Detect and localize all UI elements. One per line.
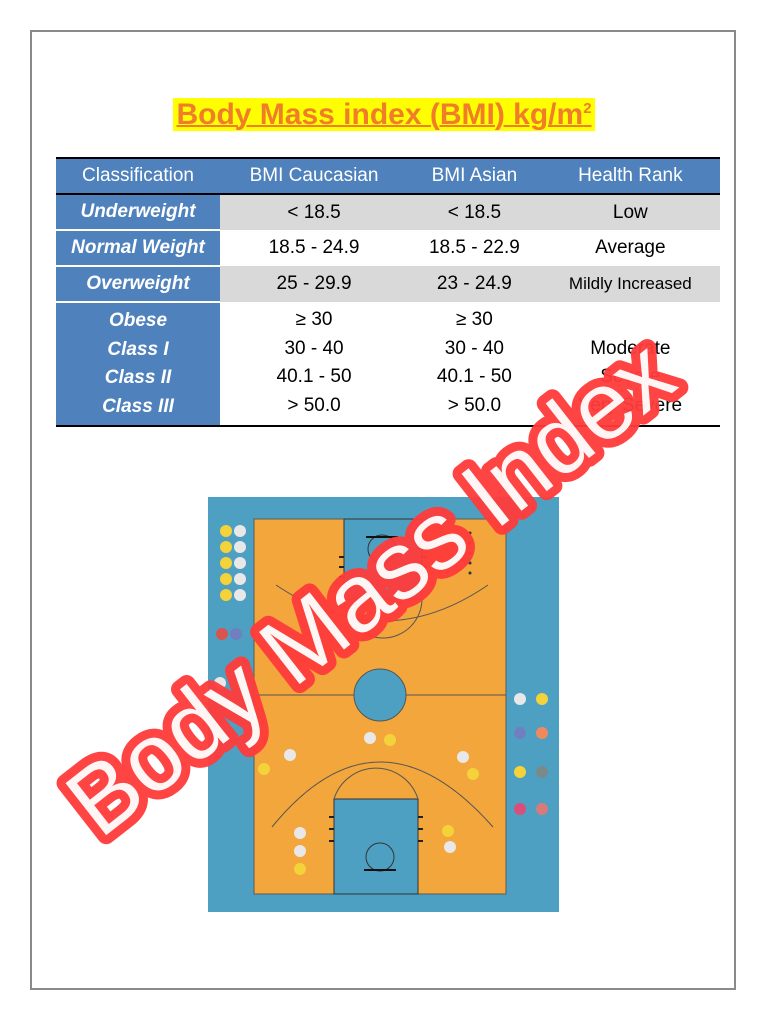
title-text: Body Mass index (BMI) kg/m — [176, 98, 584, 131]
row-asian: < 18.5 — [408, 194, 541, 230]
row-classification: Overweight — [56, 266, 220, 303]
row-asian: 18.5 - 22.9 — [428, 237, 520, 258]
class-2-caucasian-value: 40.1 - 50 — [276, 366, 352, 387]
obese-caucasian-cell: ≥ 30 30 - 40 40.1 - 50 > 50.0 — [220, 302, 409, 427]
table-header-row: Classification BMI Caucasian BMI Asian H… — [56, 157, 720, 195]
class-3-asian-value: > 50.0 — [447, 394, 502, 416]
class-1-caucasian-value: 30 - 40 — [284, 337, 344, 359]
title-superscript: 2 — [583, 100, 592, 117]
class-2-asian-value: 40.1 - 50 — [436, 366, 512, 387]
obese-label: Obese — [108, 310, 168, 331]
obese-caucasian-value: ≥ 30 — [295, 309, 333, 330]
row-rank: Mildly Increased — [540, 266, 720, 302]
class-3-caucasian-value: > 50.0 — [287, 394, 341, 416]
table-row: Underweight < 18.5 < 18.5 Low — [56, 194, 720, 231]
table-row-obese: Obese Class I Class II Class III ≥ 30 30… — [56, 302, 720, 427]
row-caucasian: < 18.5 — [220, 194, 409, 230]
row-caucasian: 25 - 29.9 — [220, 266, 409, 302]
header-classification: Classification — [56, 157, 220, 195]
class-1-asian-value: 30 - 40 — [444, 337, 504, 359]
obese-asian-cell: ≥ 30 30 - 40 40.1 - 50 > 50.0 — [408, 302, 541, 427]
class-2-label: Class II — [104, 367, 172, 388]
basketball-court-image — [208, 497, 559, 912]
row-rank: Low — [540, 194, 720, 230]
row-caucasian: 18.5 - 24.9 — [268, 237, 360, 258]
obese-rank-cell: Moderate Severe Very Severe — [540, 302, 720, 427]
row-asian: 23 - 24.9 — [408, 266, 541, 302]
obese-classification-cell: Obese Class I Class II Class III — [56, 302, 220, 427]
table-row: Overweight 25 - 29.9 23 - 24.9 Mildly In… — [56, 266, 720, 303]
row-classification: Underweight — [56, 194, 220, 231]
class-3-label: Class III — [102, 395, 174, 417]
title-highlight: Body Mass index (BMI) kg/m2 — [173, 98, 595, 131]
obese-rank-value — [541, 306, 720, 335]
row-classification: Normal Weight — [56, 230, 220, 267]
bmi-table: Classification BMI Caucasian BMI Asian H… — [56, 157, 720, 427]
table-row: Normal Weight 18.5 - 24.9 18.5 - 22.9 Av… — [56, 230, 720, 267]
class-2-rank-value: Severe — [600, 366, 661, 387]
class-1-label: Class I — [107, 338, 169, 360]
header-bmi-caucasian: BMI Caucasian — [220, 157, 409, 195]
page-title: Body Mass index (BMI) kg/m2 — [0, 98, 768, 132]
obese-asian-value: ≥ 30 — [455, 309, 493, 330]
class-3-rank-value: Very Severe — [578, 394, 683, 416]
court-illustration — [208, 497, 559, 912]
header-bmi-asian: BMI Asian — [408, 157, 541, 195]
row-rank: Average — [595, 237, 666, 258]
header-health-rank: Health Rank — [540, 157, 720, 195]
class-1-rank-value: Moderate — [590, 337, 671, 359]
